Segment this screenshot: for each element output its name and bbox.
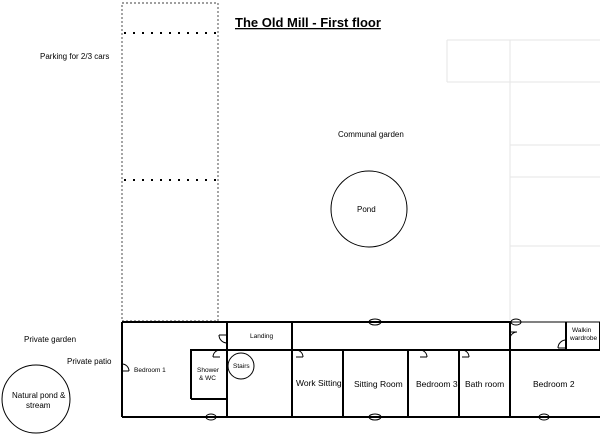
parking-dot: [214, 179, 216, 181]
shower-label-2: & WC: [199, 375, 216, 382]
parking-dot: [205, 179, 207, 181]
bedroom3-label: Bedroom 3: [416, 379, 458, 389]
natural-pond-label-2: stream: [26, 401, 51, 410]
parking-dot: [133, 32, 135, 34]
stairs: [227, 352, 255, 380]
building: [121, 321, 600, 418]
parking-dot: [169, 179, 171, 181]
parking-dot: [178, 32, 180, 34]
background-grid: [446, 39, 600, 320]
parking-dot: [142, 32, 144, 34]
private-garden-label: Private garden: [24, 335, 76, 344]
parking-dot: [196, 32, 198, 34]
parking-dot: [142, 179, 144, 181]
communal-garden-label: Communal garden: [338, 130, 404, 139]
parking-divider-top: [124, 32, 216, 34]
parking-dot: [151, 32, 153, 34]
stairs-label: Stairs: [233, 363, 250, 370]
pond: [330, 170, 408, 248]
parking-label: Parking for 2/3 cars: [40, 52, 109, 61]
door-swings: [121, 331, 567, 372]
parking-area: [121, 2, 219, 322]
parking-dot: [169, 32, 171, 34]
parking-divider-bottom: [124, 179, 216, 181]
landing-label: Landing: [250, 333, 274, 340]
parking-dot: [160, 32, 162, 34]
natural-pond: [1, 364, 71, 434]
walkin-label-2: wardrobe: [569, 335, 597, 342]
parking-dot: [196, 179, 198, 181]
bedroom1-label: Bedroom 1: [134, 367, 166, 374]
sitting-room-label: Sitting Room: [354, 379, 403, 389]
parking-dot: [124, 179, 126, 181]
bathroom-label: Bath room: [465, 379, 504, 389]
parking-dot: [205, 32, 207, 34]
plan-title: The Old Mill - First floor: [235, 15, 381, 30]
parking-dot: [214, 32, 216, 34]
parking-dot: [187, 179, 189, 181]
parking-dot: [187, 32, 189, 34]
walkin-label-1: Walkin: [572, 327, 592, 334]
private-patio-label: Private patio: [67, 357, 112, 366]
natural-pond-label-1: Natural pond &: [12, 391, 66, 400]
parking-dot: [124, 32, 126, 34]
work-sitting-label: Work Sitting: [296, 378, 342, 388]
shower-label-1: Shower: [197, 367, 220, 374]
bedroom2-label: Bedroom 2: [533, 379, 575, 389]
windows: [205, 318, 550, 421]
parking-dot: [178, 179, 180, 181]
parking-dot: [160, 179, 162, 181]
parking-dot: [151, 179, 153, 181]
pond-label: Pond: [357, 205, 376, 214]
parking-dot: [133, 179, 135, 181]
